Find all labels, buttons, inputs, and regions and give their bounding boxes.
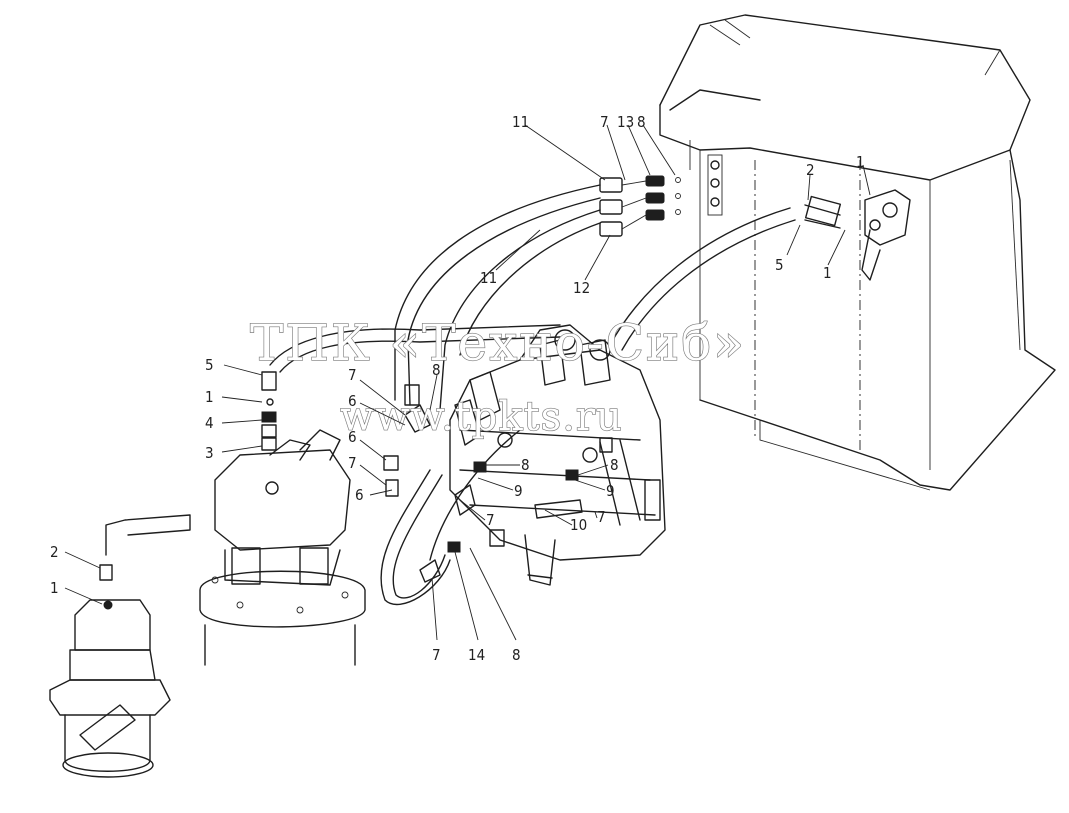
callout-10: 10 <box>570 516 587 534</box>
callout-2-right: 2 <box>806 161 815 179</box>
callout-7-valve-lower: 7 <box>486 511 495 529</box>
valve-fittings <box>383 384 613 583</box>
callout-13: 13 <box>617 113 634 131</box>
hydraulic-tank <box>659 14 1056 491</box>
callout-4: 4 <box>205 414 214 432</box>
callout-7-valve-right: 7 <box>597 508 606 526</box>
tank-port-fitting <box>804 189 911 281</box>
callout-8-bottom: 8 <box>512 646 521 664</box>
callout-8-valve-left: 8 <box>521 456 530 474</box>
callout-leaders <box>64 124 871 641</box>
callout-8-valve-upper: 8 <box>432 361 441 379</box>
callout-6-valve-middle: 6 <box>348 428 357 446</box>
callout-7-valve-middle: 7 <box>348 454 357 472</box>
callout-14: 14 <box>468 646 485 664</box>
callout-11-top: 11 <box>512 113 529 131</box>
callout-9-right: 9 <box>606 482 615 500</box>
callout-5-right: 5 <box>775 256 784 274</box>
callout-5-left: 5 <box>205 356 214 374</box>
callout-1-left-upper: 1 <box>205 388 214 406</box>
hydraulic-hoses <box>269 184 796 606</box>
callout-7-valve-upper: 7 <box>348 366 357 384</box>
hose-end-fittings <box>599 175 681 237</box>
callout-7-bottom: 7 <box>432 646 441 664</box>
callout-6-valve-lower: 6 <box>355 486 364 504</box>
watermark-site: www.tpkts.ru <box>340 394 623 440</box>
swing-motor <box>199 429 366 666</box>
callout-8-top: 8 <box>637 113 646 131</box>
callout-7-top: 7 <box>600 113 609 131</box>
callout-1-left-lower: 1 <box>50 579 59 597</box>
callout-1-right-top: 1 <box>856 153 865 171</box>
callout-11-middle: 11 <box>480 269 497 287</box>
callout-3: 3 <box>205 444 214 462</box>
watermark-company: ТПК «Техно-Сиб» <box>250 314 746 372</box>
watermark: ТПК «Техно-Сиб» www.tpkts.ru <box>249 313 746 440</box>
callout-12: 12 <box>573 279 590 297</box>
callout-1-right-bottom: 1 <box>823 264 832 282</box>
callout-8-valve-right: 8 <box>610 456 619 474</box>
motor-fitting-stack <box>261 371 277 451</box>
callout-6-valve-upper: 6 <box>348 392 357 410</box>
callout-2-left: 2 <box>50 543 59 561</box>
center-swivel-joint <box>49 514 191 778</box>
callout-labels: 11 7 13 8 2 1 5 1 11 12 5 1 4 3 7 8 6 6 … <box>50 113 865 664</box>
callout-9-left: 9 <box>514 482 523 500</box>
